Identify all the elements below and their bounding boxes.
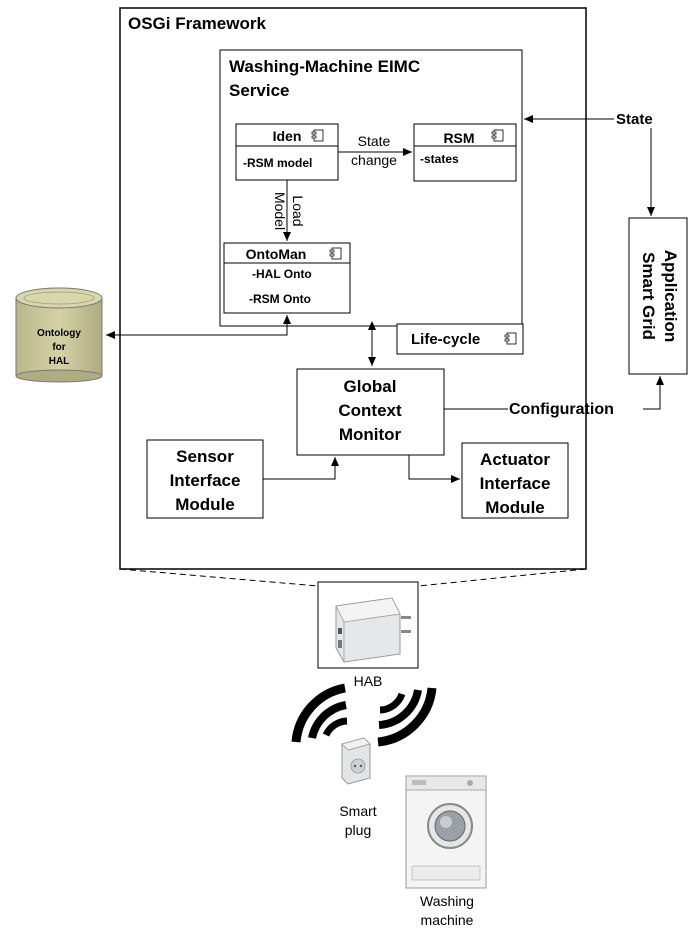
global-context-monitor: Global Context Monitor [296,368,445,456]
iden-name: Iden [273,128,302,144]
component-icon [504,332,517,345]
washing-machine-label-line2: machine [421,912,474,928]
lifecycle-component: Life-cycle [396,323,524,355]
gcm-line1: Global [344,377,397,396]
gcm-line2: Context [338,401,402,420]
ontology-link-arrow [106,327,288,339]
washing-machine-label-line1: Washing [420,893,474,909]
hab-label: HAB [354,673,383,689]
ontology-label-line3: HAL [49,356,70,367]
configuration-arrow [643,376,664,410]
component-icon [491,129,504,142]
wireless-signal-left-icon [291,683,348,743]
osgi-framework-title: OSGi Framework [128,14,266,33]
actuator-interface-module: Actuator Interface Module [461,442,569,519]
actuator-line3: Module [485,498,545,517]
sensor-interface-module: Sensor Interface Module [146,439,264,519]
component-icon [311,129,324,142]
osgi-framework-box [119,7,587,570]
projection-line-left [119,568,319,587]
washing-machine-device [405,775,487,889]
load-model-label-line2: Model [272,192,288,230]
smart-grid-line1: Smart Grid [639,252,658,340]
gcm-line3: Monitor [339,425,402,444]
state-label: State [616,111,653,128]
iden-component: Iden -RSM model [235,123,339,181]
load-model-label-line1: Load [290,195,306,226]
sensor-line1: Sensor [176,447,234,466]
smart-grid-line2: Application [661,250,680,343]
ontology-label-line1: Ontology [37,328,81,339]
actuator-line1: Actuator [480,450,550,469]
rsm-name: RSM [443,130,474,146]
smart-plug-label-line2: plug [345,822,371,838]
sensor-line2: Interface [170,471,241,490]
ontoman-attr-hal: -HAL Onto [252,267,312,281]
wireless-signal-right-icon [377,687,437,747]
rsm-component: RSM -states [413,123,517,182]
lifecycle-label: Life-cycle [411,331,480,348]
ontoman-name: OntoMan [246,246,307,262]
hab-device [317,581,419,669]
state-change-label-line1: State [358,133,391,149]
ontology-label-line2: for [52,342,65,353]
ontology-database: Ontology for HAL [15,287,103,383]
state-change-label-line2: change [351,152,397,168]
iden-attr: -RSM model [243,156,312,170]
rsm-attr: -states [420,152,459,166]
eimc-service-title-line1: Washing-Machine EIMC [229,57,420,76]
gcm-to-actuator-arrow [408,455,460,483]
actuator-line2: Interface [480,474,551,493]
component-icon [329,247,342,260]
smart-plug-device [341,737,371,785]
ontoman-component: OntoMan -HAL Onto -RSM Onto [223,242,351,314]
configuration-label: Configuration [509,401,614,418]
smart-grid-application: Smart Grid Application [628,217,688,375]
projection-line-right [417,568,587,587]
sensor-line3: Module [175,495,235,514]
sensor-to-gcm-arrow [263,457,339,480]
smart-plug-label-line1: Smart [339,803,376,819]
ontoman-attr-rsm: -RSM Onto [249,292,311,306]
eimc-service-title-line2: Service [229,81,290,100]
